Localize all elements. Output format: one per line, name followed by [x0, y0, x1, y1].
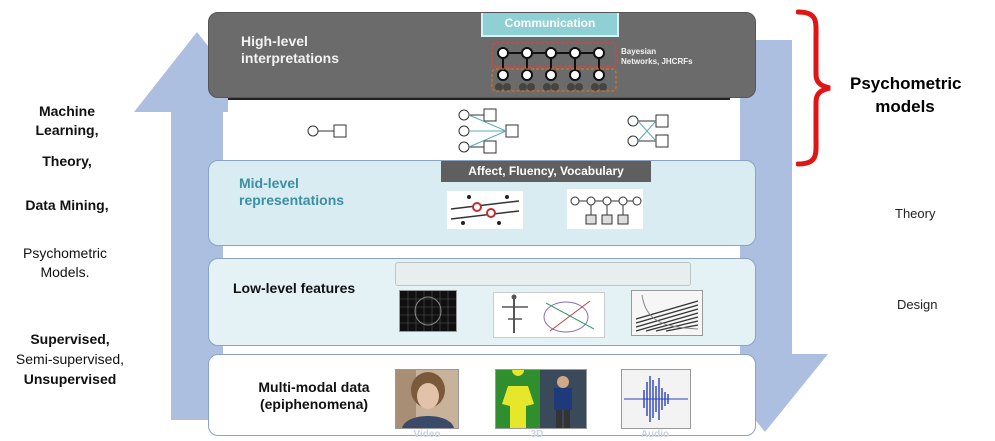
video-label: Video [413, 429, 441, 440]
data-layer-title: Multi-modal data (epiphenomena) [258, 379, 370, 412]
low-level-title: Low-level features [233, 280, 356, 296]
supervised-label: Supervised, [30, 331, 110, 347]
theory-label-left: Theory, [42, 153, 92, 169]
data-layer: Multi-modal data (epiphenomena) [208, 354, 756, 440]
machine-learning-label: Machine Learning, [35, 103, 99, 138]
bayesian-networks-note: Bayesian Networks, JHCRFs [621, 47, 693, 66]
audio-label: Audio [640, 429, 670, 440]
two-node-model-icon [627, 114, 669, 148]
communication-banner [481, 13, 619, 37]
bayesian-network-graph-icon [491, 42, 617, 92]
affect-banner-label: Affect, Fluency, Vocabulary [468, 164, 624, 178]
design-label-right: Design [897, 297, 938, 312]
video-feature-thumbnail [399, 290, 457, 332]
low-level-layer: Low-level features [208, 258, 756, 346]
theory-label-right: Theory [895, 206, 936, 221]
chain-representation-icon [567, 189, 643, 229]
depth-3d-thumbnail [495, 369, 587, 429]
red-bracket-icon [796, 9, 831, 167]
3d-label: 3D [530, 429, 544, 440]
psychometric-models-label-left: Psychometric Models. [22, 245, 108, 280]
graph-representation-icon [447, 191, 523, 229]
unsupervised-label: Unsupervised [23, 371, 117, 387]
high-level-layer: High-level interpretations Communication… [208, 12, 756, 98]
communication-banner-label: Communication [504, 16, 596, 30]
video-thumbnail [395, 369, 459, 429]
empty-banner [395, 262, 691, 286]
affect-banner [441, 161, 651, 182]
model-strip [228, 98, 730, 162]
high-level-title: High-level interpretations [241, 33, 340, 66]
mid-level-title: Mid-level representations [239, 175, 345, 208]
semi-supervised-label: Semi-supervised, [15, 351, 125, 367]
data-mining-label: Data Mining, [25, 197, 109, 213]
audio-feature-thumbnail [631, 290, 703, 336]
psychometric-models-title: Psychometric models [850, 74, 962, 116]
multi-node-model-icon [458, 108, 519, 154]
mid-level-layer: Mid-level representations Affect, Fluenc… [208, 160, 756, 246]
single-node-model-icon [307, 124, 347, 138]
audio-waveform-thumbnail [621, 369, 691, 429]
skeleton-feature-thumbnail [493, 292, 605, 338]
